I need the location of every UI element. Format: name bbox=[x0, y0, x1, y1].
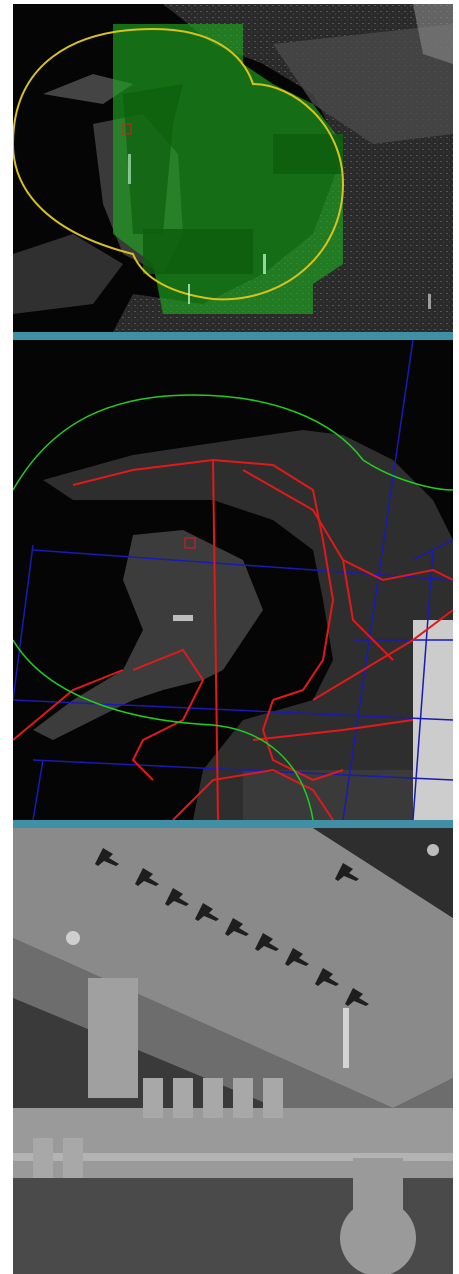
coverage-overlay-image bbox=[13, 4, 453, 332]
airfield-closeup-panel bbox=[13, 828, 453, 1274]
coverage-overlay-panel bbox=[13, 4, 453, 332]
vector-overlay-image bbox=[13, 340, 453, 820]
turnaround-pad bbox=[340, 1200, 416, 1274]
panel-divider bbox=[13, 820, 453, 828]
vector-overlay-panel bbox=[13, 340, 453, 820]
target-marker bbox=[184, 537, 196, 549]
range-ring bbox=[13, 27, 345, 301]
route-lines bbox=[13, 458, 453, 820]
airfield-closeup-image bbox=[13, 828, 453, 1274]
parking-area bbox=[88, 978, 138, 1098]
hangar-pads bbox=[33, 1078, 283, 1178]
aircraft-row bbox=[95, 848, 369, 1006]
grid-lines bbox=[13, 340, 453, 820]
land-mass bbox=[43, 430, 453, 820]
target-marker bbox=[122, 123, 132, 135]
range-ring bbox=[13, 394, 453, 491]
island bbox=[33, 530, 263, 740]
panel-divider bbox=[13, 332, 453, 340]
